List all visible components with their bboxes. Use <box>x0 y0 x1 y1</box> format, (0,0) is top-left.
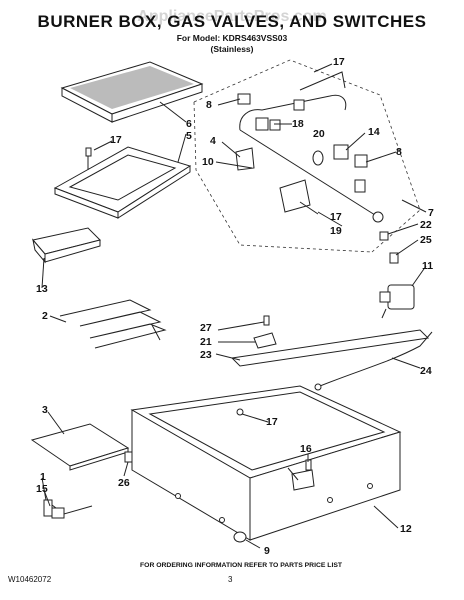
part-box-fasteners <box>236 408 315 491</box>
finish-line: (Stainless) <box>210 44 254 54</box>
callout-19: 19 <box>330 225 342 237</box>
callout-7: 7 <box>428 207 434 219</box>
callout-20: 20 <box>313 128 325 140</box>
callout-8a: 8 <box>206 99 212 111</box>
part-gas-valves <box>237 93 368 193</box>
part-griddle-plate <box>60 61 204 123</box>
callout-4: 4 <box>210 135 216 147</box>
callout-17b: 17 <box>333 56 345 68</box>
callout-5: 5 <box>186 130 192 142</box>
callout-2: 2 <box>42 310 48 322</box>
doc-number: W10462072 <box>8 575 52 584</box>
callout-17d: 17 <box>266 416 278 428</box>
callout-12: 12 <box>400 523 412 535</box>
ordering-instructions: FOR ORDERING INFORMATION REFER TO PARTS … <box>140 562 343 569</box>
part-knob <box>312 150 324 166</box>
callout-13: 13 <box>36 283 48 295</box>
callout-26: 26 <box>118 477 130 489</box>
callout-6: 6 <box>186 118 192 130</box>
callout-24: 24 <box>420 365 432 377</box>
part-switch-plate <box>279 179 311 213</box>
part-screw-27-clip-21 <box>253 315 277 349</box>
part-bracket <box>235 147 255 171</box>
part-heating-element <box>59 299 167 349</box>
part-panel-strip <box>230 329 430 367</box>
part-grease-tray <box>32 227 101 264</box>
callout-16: 16 <box>300 443 312 455</box>
diagram-title: BURNER BOX, GAS VALVES, AND SWITCHES <box>37 12 427 31</box>
part-fitting-26 <box>124 451 133 463</box>
part-gas-pipe <box>314 331 433 391</box>
part-screw-17a <box>85 147 92 170</box>
callout-17a: 17 <box>110 134 122 146</box>
callout-11: 11 <box>422 260 434 272</box>
part-drip-frame <box>53 146 192 219</box>
valve-assembly-outline <box>193 59 421 253</box>
part-manifold <box>239 71 384 223</box>
callout-21: 21 <box>200 336 212 348</box>
part-burner-box <box>130 385 402 541</box>
page-number: 3 <box>228 575 233 584</box>
callout-18: 18 <box>292 118 304 130</box>
callout-3: 3 <box>42 404 48 416</box>
callout-8b: 8 <box>396 146 402 158</box>
callout-27: 27 <box>200 322 212 334</box>
callout-15: 15 <box>36 483 48 495</box>
model-line: For Model: KDRS463VSS03 <box>176 33 288 43</box>
callout-23: 22 <box>420 219 432 231</box>
callout-1: 1 <box>40 471 46 483</box>
part-cover-panel <box>30 423 130 471</box>
callout-22: 23 <box>200 349 212 361</box>
leader-lines <box>41 63 427 549</box>
part-regulator <box>379 284 415 319</box>
callout-10: 10 <box>202 156 214 168</box>
callout-25: 25 <box>420 234 432 246</box>
part-switch-harness <box>43 499 93 519</box>
callout-14: 14 <box>368 126 380 138</box>
callout-17c: 17 <box>330 211 342 223</box>
callout-9: 9 <box>264 545 270 557</box>
watermark: AppliancePartsPros.com <box>137 8 327 25</box>
part-fittings <box>379 231 399 264</box>
part-grommet <box>233 531 247 543</box>
